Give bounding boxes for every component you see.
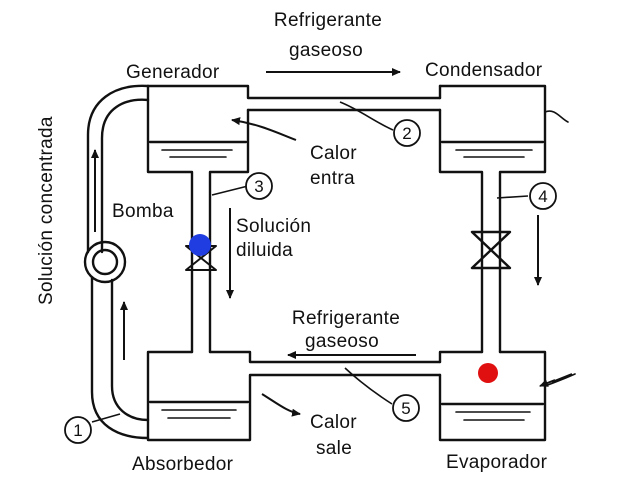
condenser-vessel: [438, 84, 569, 354]
generator-vessel: [146, 84, 442, 354]
callout-1: 1: [73, 421, 82, 440]
callout-5-circle: [392, 394, 420, 422]
heat-in-label-line1: Calor: [310, 143, 357, 164]
callout-3-circle: [245, 172, 273, 200]
callout-2-leader: [339, 101, 394, 131]
concentrated-solution-loop: [83, 84, 150, 440]
heat-out-label-line1: Calor: [310, 412, 357, 433]
top-refrigerant-label-line1: Refrigerante: [274, 10, 382, 31]
callout-3-leader: [211, 185, 249, 196]
evaporator-label: Evaporador: [446, 452, 548, 473]
bottom-refrigerant-label-line2: gaseoso: [305, 331, 379, 352]
absorber-label: Absorbedor: [132, 454, 234, 475]
bottom-refrigerant-label-line1: Refrigerante: [292, 308, 400, 329]
callout-1-leader: [91, 413, 121, 423]
callout-2-circle: [393, 119, 421, 147]
evaporator-vessel: [438, 350, 576, 442]
valve-marker-dot: [189, 234, 211, 256]
callout-1-circle: [64, 416, 92, 444]
absorber-vessel: [146, 350, 442, 442]
evaporator-heat-arrow: [551, 373, 573, 383]
condenser-label: Condensador: [425, 60, 543, 81]
heat-in-label-line2: entra: [310, 168, 355, 189]
heat-in-arrow: [231, 117, 297, 141]
heat-out-arrow: [261, 393, 301, 417]
expansion-valve: [470, 230, 512, 270]
callout-4-circle: [529, 182, 557, 210]
callout-4: 4: [538, 187, 547, 206]
callout-2: 2: [402, 124, 411, 143]
callout-5: 5: [401, 399, 410, 418]
generator-label: Generador: [126, 62, 220, 83]
top-refrigerant-label-line2: gaseoso: [289, 40, 363, 61]
pump-label: Bomba: [112, 201, 174, 222]
callout-5-leader: [344, 367, 393, 405]
callout-4-leader: [496, 195, 529, 199]
evaporator-marker-dot: [478, 363, 498, 383]
callout-3: 3: [254, 177, 263, 196]
heat-out-label-line2: sale: [316, 438, 352, 459]
concentrated-solution-label: Solución concentrada: [36, 116, 57, 305]
diluted-solution-label-line1: Solución: [236, 216, 311, 237]
diluted-solution-label-line2: diluida: [236, 240, 293, 261]
